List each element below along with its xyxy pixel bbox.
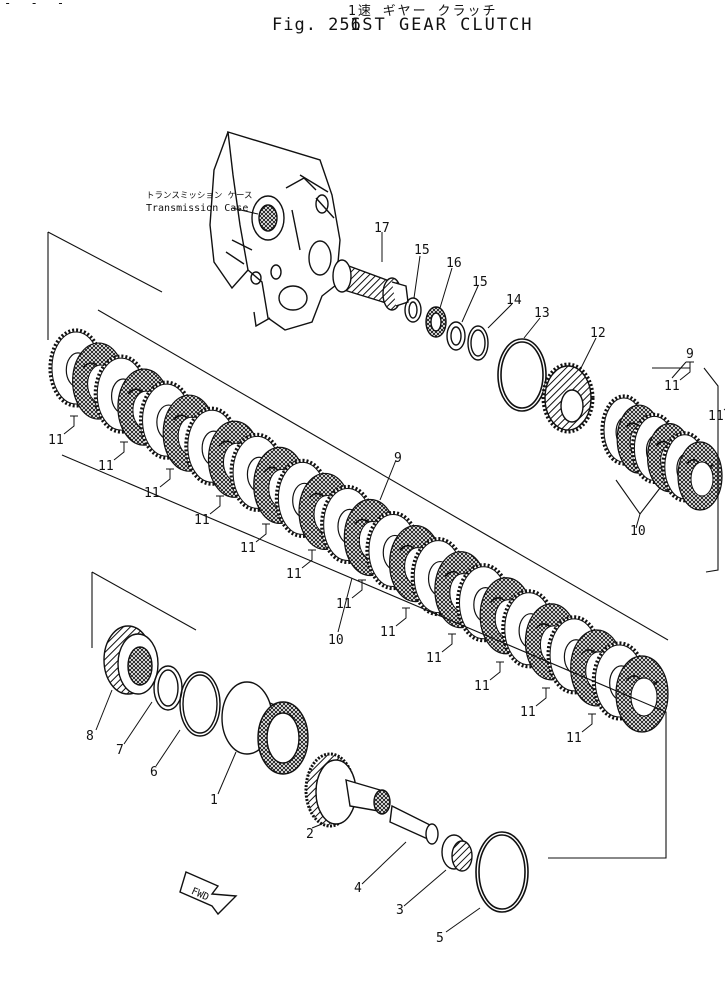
callout-11: 11: [286, 567, 302, 582]
clutch-disc-stack: [48, 328, 723, 733]
callout-15a: 15: [414, 243, 430, 258]
friction-disc: [615, 655, 669, 733]
callout-11-leader: [441, 633, 456, 653]
callout-11: 11: [520, 705, 536, 720]
callout-11-leader: [679, 361, 694, 381]
case-label-japanese: トランスミッション ケース: [146, 191, 253, 201]
callout-8: 8: [86, 729, 94, 744]
part-15-ring-a: [404, 297, 422, 323]
part-1-drum: [221, 681, 309, 775]
callout-11-leader: [489, 661, 504, 681]
part-7-ring: [153, 665, 183, 711]
callout-1: 1: [210, 793, 218, 808]
part-13-snap-ring: [497, 338, 547, 412]
callout-11-labels: 11 11 11 11 11 11 11 11 11 11 11 11 11 11: [48, 361, 725, 746]
part-5-snap-ring: [475, 831, 529, 913]
callout-11-leader: [209, 495, 224, 515]
part-3-bushing: [441, 834, 473, 872]
case-label-english: Transmission Case: [146, 203, 248, 214]
callout-5: 5: [436, 931, 444, 946]
callout-11: 11: [708, 409, 724, 424]
leader-lines: [95, 232, 687, 933]
callout-4: 4: [354, 881, 362, 896]
part-2-gear-hub: [304, 752, 391, 828]
page-title: 1ST GEAR CLUTCH: [350, 15, 534, 35]
part-16-bearing: [425, 306, 447, 338]
callout-11-leader: [535, 687, 550, 707]
callout-11: 11: [98, 459, 114, 474]
callout-11: 11: [240, 541, 256, 556]
callout-11-leader: [113, 441, 128, 461]
callout-9a: 9: [686, 347, 694, 362]
callout-11-leader: [255, 523, 270, 543]
callout-2: 2: [306, 827, 314, 842]
callout-11-leader: [63, 415, 78, 435]
callout-11: 11: [426, 651, 442, 666]
callout-11: 11: [380, 625, 396, 640]
callout-11: 11: [336, 597, 352, 612]
callout-11-leader: [301, 549, 316, 569]
callout-labels: 17 15 16 15 14 13 12 9 9 10 10 8 7 6 1 2…: [86, 221, 694, 946]
callout-11-leader: [395, 607, 410, 627]
figure-number: Fig. 256: [272, 15, 362, 35]
callout-11: 11: [48, 433, 64, 448]
callout-16: 16: [446, 256, 462, 271]
callout-11: 11: [144, 486, 160, 501]
group-bracket-lines: [47, 231, 719, 859]
friction-disc: [677, 441, 723, 511]
part-4-pin: [389, 804, 439, 845]
part-14-ring: [467, 325, 489, 361]
callout-10b: 10: [630, 524, 646, 539]
callout-17: 17: [374, 221, 390, 236]
part-6-ring: [179, 671, 221, 737]
part-8-seal-carrier: [103, 625, 159, 695]
callout-7: 7: [116, 743, 124, 758]
callout-12: 12: [590, 326, 606, 341]
callout-10a: 10: [328, 633, 344, 648]
callout-15b: 15: [472, 275, 488, 290]
fwd-arrow-icon: FWD: [179, 871, 238, 916]
part-12-end-plate: [541, 362, 595, 434]
callout-11: 11: [194, 513, 210, 528]
callout-11: 11: [566, 731, 582, 746]
part-15-ring-b: [446, 321, 466, 351]
callout-9b: 9: [394, 451, 402, 466]
callout-6: 6: [150, 765, 158, 780]
callout-14: 14: [506, 293, 522, 308]
callout-11-leader: [159, 468, 174, 488]
callout-3: 3: [396, 903, 404, 918]
callout-11-leader: [581, 713, 596, 733]
callout-11: 11: [664, 379, 680, 394]
callout-13: 13: [534, 306, 550, 321]
corner-marks: - - -: [4, 0, 71, 10]
part-17-shaft: [332, 259, 409, 311]
callout-11: 11: [474, 679, 490, 694]
transmission-case: [209, 131, 341, 331]
japanese-title: 1速 ギヤー クラッチ: [348, 4, 498, 19]
callout-11-leader: [351, 579, 366, 599]
